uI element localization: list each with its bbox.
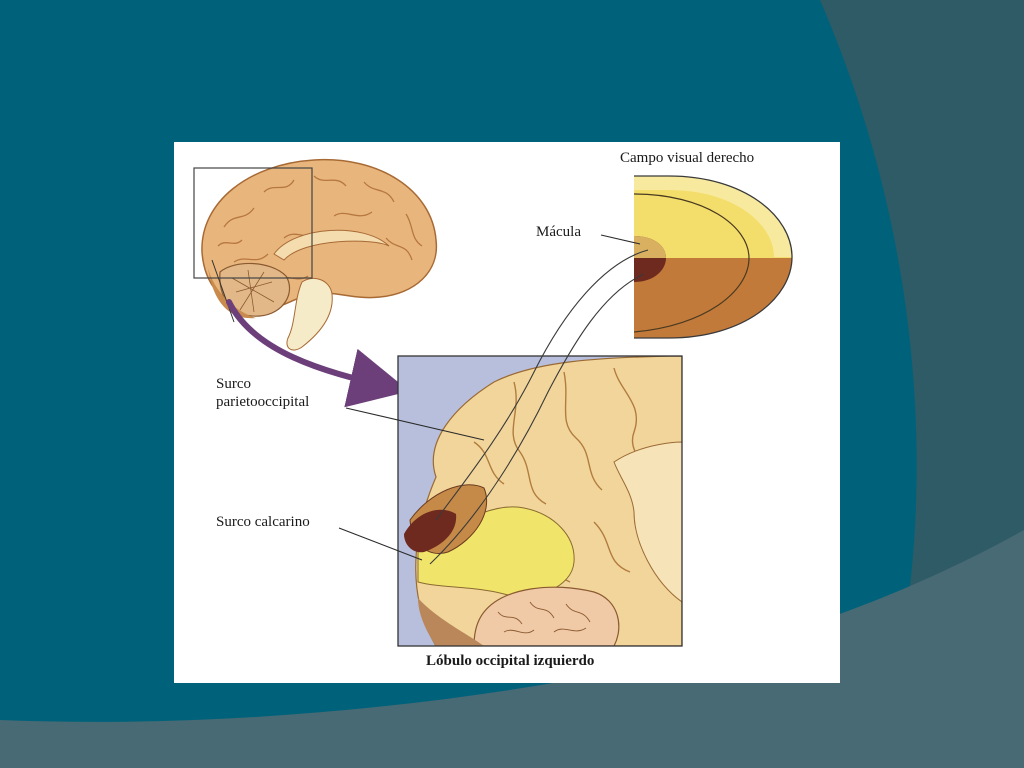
visual-field-diagram [634,176,792,338]
field-inner-arc [634,193,750,333]
macula-label: Mácula [536,224,581,240]
inset-medial-fold [613,441,682,603]
corpus-callosum [273,229,390,261]
parietooccipital-label-line1: Surco [216,376,251,392]
calcarine-label: Surco calcarino [216,514,310,530]
inset-occipital-pole-shadow [418,598,484,646]
parietooccipital-label-line2: parietooccipital [216,394,310,410]
inset-cerebellum-folia [497,601,591,634]
visual-field-label: Campo visual derecho [620,150,755,166]
gyri-lines [217,175,423,281]
macula-leader-line [600,234,641,245]
field-outer-band [634,176,792,257]
anatomy-diagram [193,158,793,647]
cerebellum-folia [231,269,275,313]
selection-box [193,167,313,279]
whole-brain-illustration [201,158,438,351]
inset-cerebellum [473,586,620,646]
slide-bottom-band [0,530,1024,768]
zoom-arrow [226,299,410,408]
macular-cortex-dark [404,509,457,553]
selection-connector-line [211,259,235,323]
macula-upper [634,236,666,258]
occipital-inset [398,356,682,646]
figure-panel: Campo visual derecho Mácula Surco pariet… [174,142,840,683]
projection-line-upper [435,249,649,521]
projection-line-lower [429,273,645,565]
inset-frame [397,355,683,647]
parietooccipital-leader-line [345,407,485,441]
occipital-lobe-caption: Lóbulo occipital izquierdo [426,653,595,669]
brainstem [286,278,333,351]
visual-field-outline [634,175,793,339]
calcarine-leader-line [338,527,423,561]
